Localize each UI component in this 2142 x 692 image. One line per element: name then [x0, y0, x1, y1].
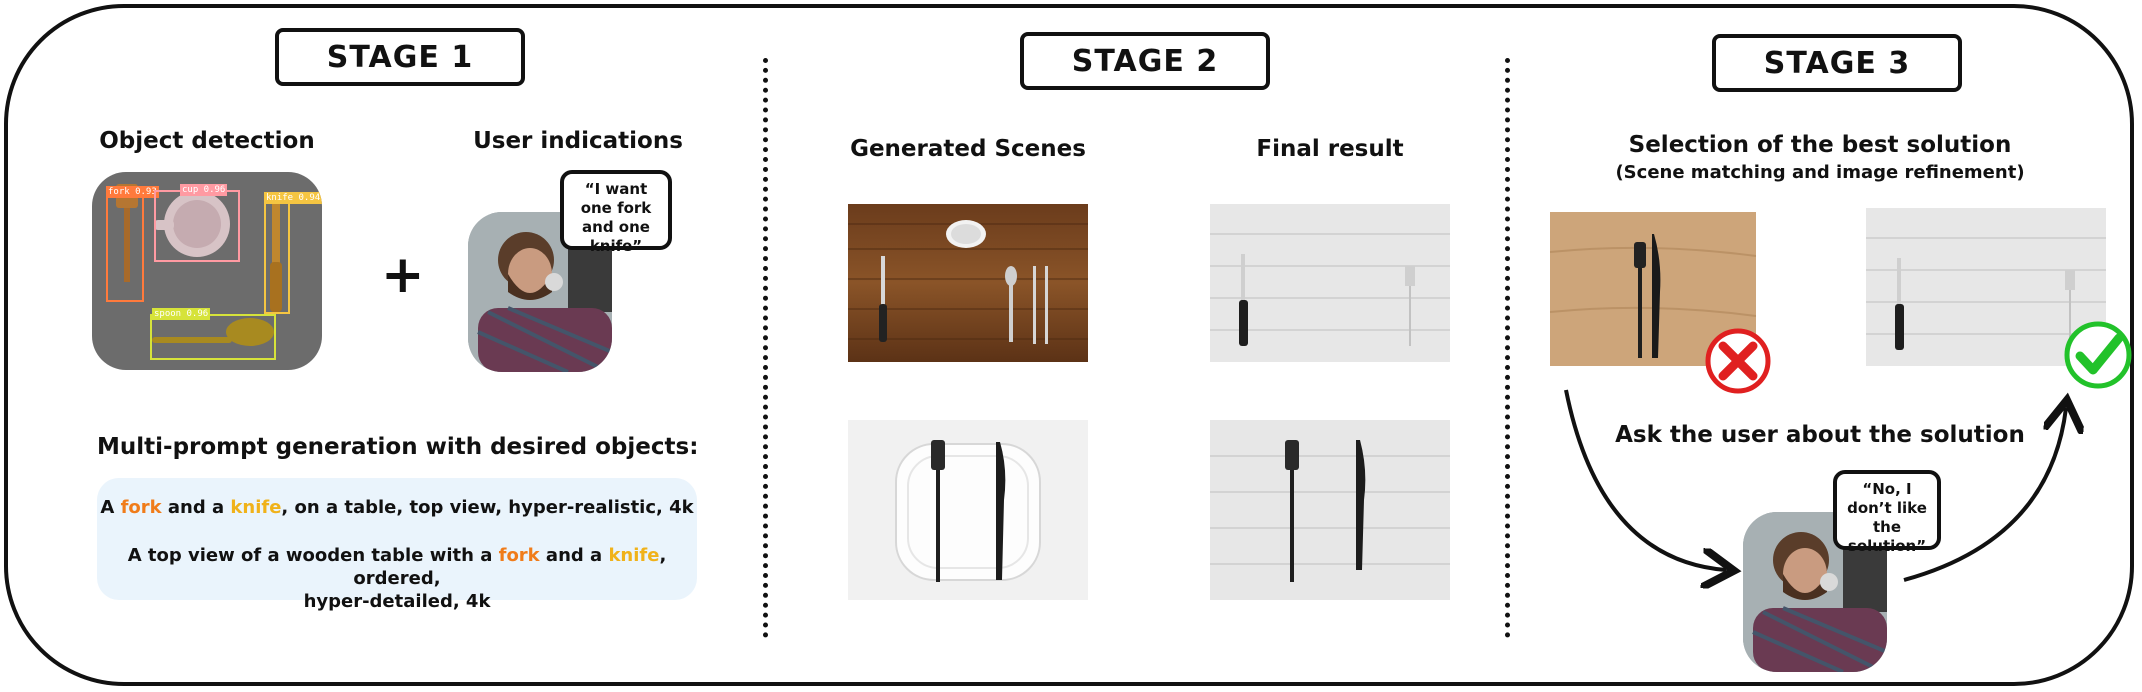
selection-heading: Selection of the best solution [1628, 132, 2012, 158]
diagram-frame [4, 4, 2134, 686]
divider-2 [1505, 58, 1510, 638]
selection-subheading: (Scene matching and image refinement) [1615, 162, 2025, 183]
spoon-detection-label: spoon 0.96 [152, 308, 211, 320]
stage-1-title: STAGE 1 [275, 28, 525, 86]
stage-2-title: STAGE 2 [1020, 32, 1270, 90]
final-result-1 [1210, 204, 1450, 362]
prompt-2-part-1: A top view of a wooden table with a [127, 545, 499, 566]
final-scene-2-art [1210, 420, 1450, 600]
wooden-table-scene-art [848, 204, 1088, 362]
knife-detection-label: knife 0.94 [264, 192, 322, 204]
prompt-1-part-2: and a [161, 497, 231, 518]
rejected-option-image [1550, 212, 1756, 366]
prompt-2-knife-keyword: knife [608, 545, 660, 566]
generated-scene-1 [848, 204, 1088, 362]
cup-detection-box [154, 190, 240, 262]
prompt-2-line-2: hyper-detailed, 4k [303, 591, 491, 612]
rejected-scene-art [1550, 212, 1756, 366]
prompt-box: A fork and a knife, on a table, top view… [97, 478, 697, 612]
spoon-detection-box [150, 314, 276, 360]
reject-icon [1705, 328, 1771, 394]
prompt-1-part-3: , on a table, top view, hyper-realistic,… [281, 497, 694, 518]
prompt-1-part-1: A [100, 497, 121, 518]
ask-user-heading: Ask the user about the solution [1615, 422, 2025, 448]
detection-scene-art [116, 184, 282, 346]
prompt-2-part-3: , ordered, [353, 545, 667, 589]
stage-3-title: STAGE 3 [1712, 34, 1962, 92]
accepted-scene-art [1866, 208, 2106, 366]
prompt-2-part-2: and a [539, 545, 609, 566]
user-speech-bubble-stage1: “I want one fork and one knife” [560, 170, 672, 255]
generated-scenes-heading: Generated Scenes [850, 136, 1086, 162]
multi-prompt-heading: Multi-prompt generation with desired obj… [97, 434, 699, 460]
prompt-1-fork-keyword: fork [120, 497, 162, 518]
final-result-2 [1210, 420, 1450, 600]
fork-detection-box [106, 192, 144, 302]
prompt-2-fork-keyword: fork [498, 545, 540, 566]
accepted-option-image [1866, 208, 2106, 366]
final-scene-1-art [1210, 204, 1450, 362]
plus-sign: + [381, 245, 425, 305]
cup-detection-label: cup 0.96 [180, 184, 228, 196]
user-speech-bubble-stage3: “No, I don’t like the solution” [1833, 470, 1941, 555]
final-result-heading: Final result [1256, 136, 1404, 162]
prompt-2: A top view of a wooden table with a fork… [97, 544, 697, 613]
accept-icon [2064, 321, 2132, 389]
divider-1 [763, 58, 768, 638]
generated-scene-2 [848, 420, 1088, 600]
user-indications-heading: User indications [473, 128, 683, 154]
object-detection-image: fork 0.93 cup 0.96 knife 0.94 spoon 0.96 [92, 172, 322, 370]
prompt-1-knife-keyword: knife [230, 497, 282, 518]
knife-detection-box [264, 198, 290, 314]
fork-detection-label: fork 0.93 [106, 186, 159, 198]
prompt-1: A fork and a knife, on a table, top view… [97, 496, 697, 519]
object-detection-heading: Object detection [99, 128, 315, 154]
plate-scene-art [848, 420, 1088, 600]
